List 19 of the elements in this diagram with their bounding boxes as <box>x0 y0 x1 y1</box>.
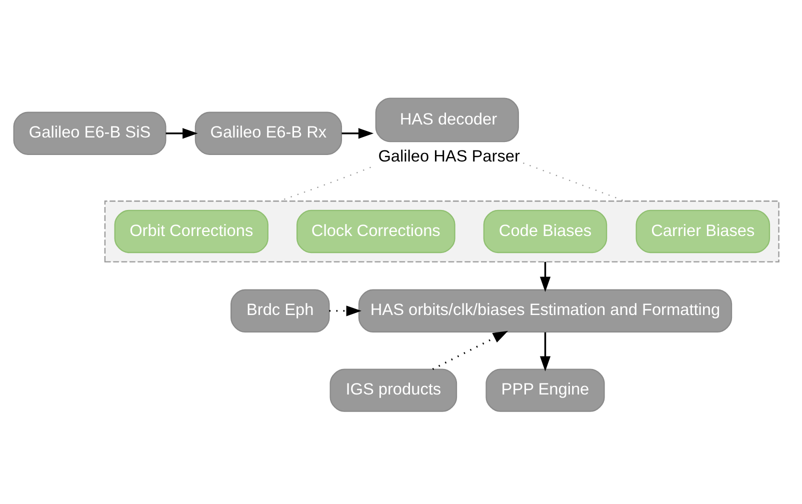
node-box: Carrier Biases <box>636 209 770 253</box>
arrow <box>432 330 508 370</box>
arrow <box>329 305 362 316</box>
arrow <box>540 261 551 292</box>
node-label: Galileo HAS Parser <box>378 147 520 166</box>
node-box: Clock Corrections <box>296 209 456 253</box>
node-box: PPP Engine <box>486 368 605 412</box>
node-box: Orbit Corrections <box>114 209 268 253</box>
arrow <box>166 128 198 138</box>
node-box: HAS orbits/clk/biases Estimation and Formatting <box>358 288 732 332</box>
arrow <box>540 332 551 371</box>
arrow <box>342 128 374 138</box>
node-box: IGS products <box>330 368 458 412</box>
node-box: Code Biases <box>483 209 608 253</box>
cluster <box>104 200 780 262</box>
node-box: Brdc Eph <box>230 288 330 332</box>
connector <box>522 162 626 202</box>
node-box: Galileo E6-B SiS <box>13 111 166 154</box>
node-box: Galileo E6-B Rx <box>194 111 342 154</box>
